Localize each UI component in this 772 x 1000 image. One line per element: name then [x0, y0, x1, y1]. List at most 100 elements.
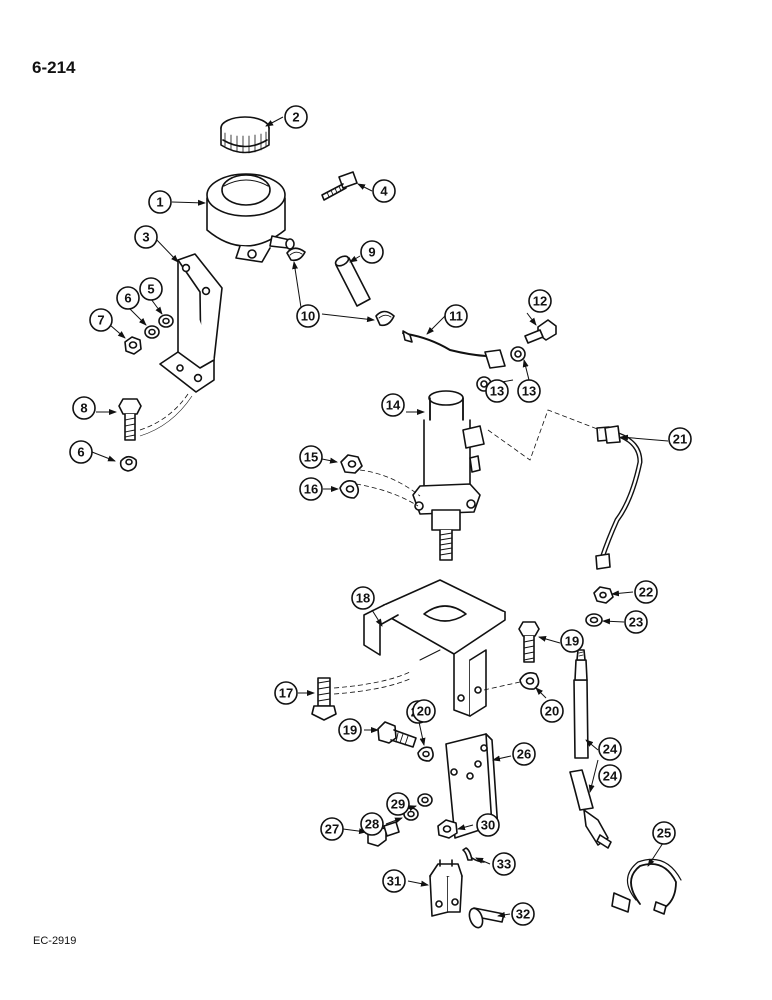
callout-number: 2 — [292, 110, 299, 125]
callout-number: 13 — [490, 384, 504, 399]
brake-pipe-11 — [402, 330, 506, 369]
callout-31: 31 — [382, 869, 406, 893]
nut-15 — [340, 454, 363, 474]
hose-clamp-lower — [375, 310, 395, 327]
hose-clamp-upper — [286, 247, 306, 262]
bolt-17 — [311, 677, 337, 721]
callout-circle — [560, 629, 584, 653]
callout-number: 3 — [142, 230, 149, 245]
lock-washer-6-lower — [119, 455, 138, 472]
callout-circle — [148, 190, 172, 214]
bolt-4 — [321, 171, 358, 201]
washer-5 — [158, 314, 174, 328]
callout-number: 16 — [304, 482, 318, 497]
callout-circle — [299, 445, 323, 469]
callout-21: 21 — [668, 427, 692, 451]
lock-washer-20-right — [519, 672, 540, 690]
callout-circle — [116, 286, 140, 310]
callout-circle — [382, 869, 406, 893]
callout-circle — [444, 304, 468, 328]
callout-circle — [139, 277, 163, 301]
callout-13: 13 — [517, 379, 541, 403]
nut-7 — [124, 336, 142, 355]
callout-circle — [89, 308, 113, 332]
callout-circle — [634, 580, 658, 604]
cylinder-mounting-plate — [363, 579, 506, 717]
callout-number: 33 — [497, 857, 511, 872]
callout-circle — [598, 764, 622, 788]
callout-number: 8 — [80, 401, 87, 416]
callout-circle — [372, 179, 396, 203]
hose-9 — [334, 255, 371, 307]
callout-number: 18 — [356, 591, 370, 606]
callout-circle — [492, 852, 516, 876]
callout-19: 19 — [338, 718, 362, 742]
callout-25: 25 — [652, 821, 676, 845]
callout-circle — [528, 289, 552, 313]
callout-circle — [351, 586, 375, 610]
callout-29: 29 — [386, 792, 410, 816]
callout-number: 20 — [417, 704, 431, 719]
callout-number: 29 — [391, 797, 405, 812]
callout-circle — [540, 699, 564, 723]
callout-number: 23 — [629, 615, 643, 630]
callout-number: 19 — [343, 723, 357, 738]
callout-number: 5 — [147, 282, 154, 297]
callout-number: 32 — [516, 907, 530, 922]
callout-number: 26 — [517, 747, 531, 762]
callout-32: 32 — [511, 902, 535, 926]
callout-circle — [598, 737, 622, 761]
callout-26: 26 — [512, 742, 536, 766]
callout-10: 10 — [296, 304, 320, 328]
callout-number: 31 — [387, 874, 401, 889]
callout-number: 12 — [533, 294, 547, 309]
callout-number: 1 — [156, 195, 163, 210]
callout-number: 6 — [124, 291, 131, 306]
callout-number: 20 — [545, 704, 559, 719]
callout-circle — [360, 240, 384, 264]
washer-28 — [403, 807, 419, 821]
callout-12: 12 — [528, 289, 552, 313]
callout-number: 13 — [522, 384, 536, 399]
callout-19: 19 — [560, 629, 584, 653]
callout-number: 24 — [603, 769, 618, 784]
callout-circle — [69, 440, 93, 464]
clevis-31 — [429, 859, 463, 917]
sealing-washer-13-a — [510, 346, 526, 362]
reservoir-cap — [220, 116, 270, 154]
lock-washer-20-lower — [417, 746, 434, 762]
callout-circle — [320, 817, 344, 841]
callout-20: 20 — [412, 699, 436, 723]
callout-number: 25 — [657, 826, 671, 841]
nut-22 — [593, 586, 614, 604]
callout-circle — [476, 813, 500, 837]
callout-circle — [512, 742, 536, 766]
callout-23: 23 — [624, 610, 648, 634]
callout-24: 24 — [598, 764, 622, 788]
callout-4: 4 — [372, 179, 396, 203]
callout-27: 27 — [320, 817, 344, 841]
callout-number: 11 — [449, 309, 463, 324]
band-clamp-25 — [611, 858, 682, 915]
callout-number: 14 — [386, 398, 401, 413]
callout-8: 8 — [72, 396, 96, 420]
callout-16: 16 — [299, 477, 323, 501]
callout-2: 2 — [284, 105, 308, 129]
callout-circle — [274, 681, 298, 705]
callout-circle — [360, 812, 384, 836]
callout-number: 17 — [279, 686, 293, 701]
callout-30: 30 — [476, 813, 500, 837]
callout-number: 9 — [368, 245, 375, 260]
callout-circle — [338, 718, 362, 742]
nut-30 — [437, 819, 458, 839]
callout-circle — [284, 105, 308, 129]
washer-23 — [585, 613, 603, 627]
callout-18: 18 — [351, 586, 375, 610]
master-cylinder — [412, 390, 485, 561]
callout-circle — [386, 792, 410, 816]
callout-number: 24 — [603, 742, 618, 757]
callout-28: 28 — [360, 812, 384, 836]
clevis-pin-32 — [468, 907, 505, 929]
